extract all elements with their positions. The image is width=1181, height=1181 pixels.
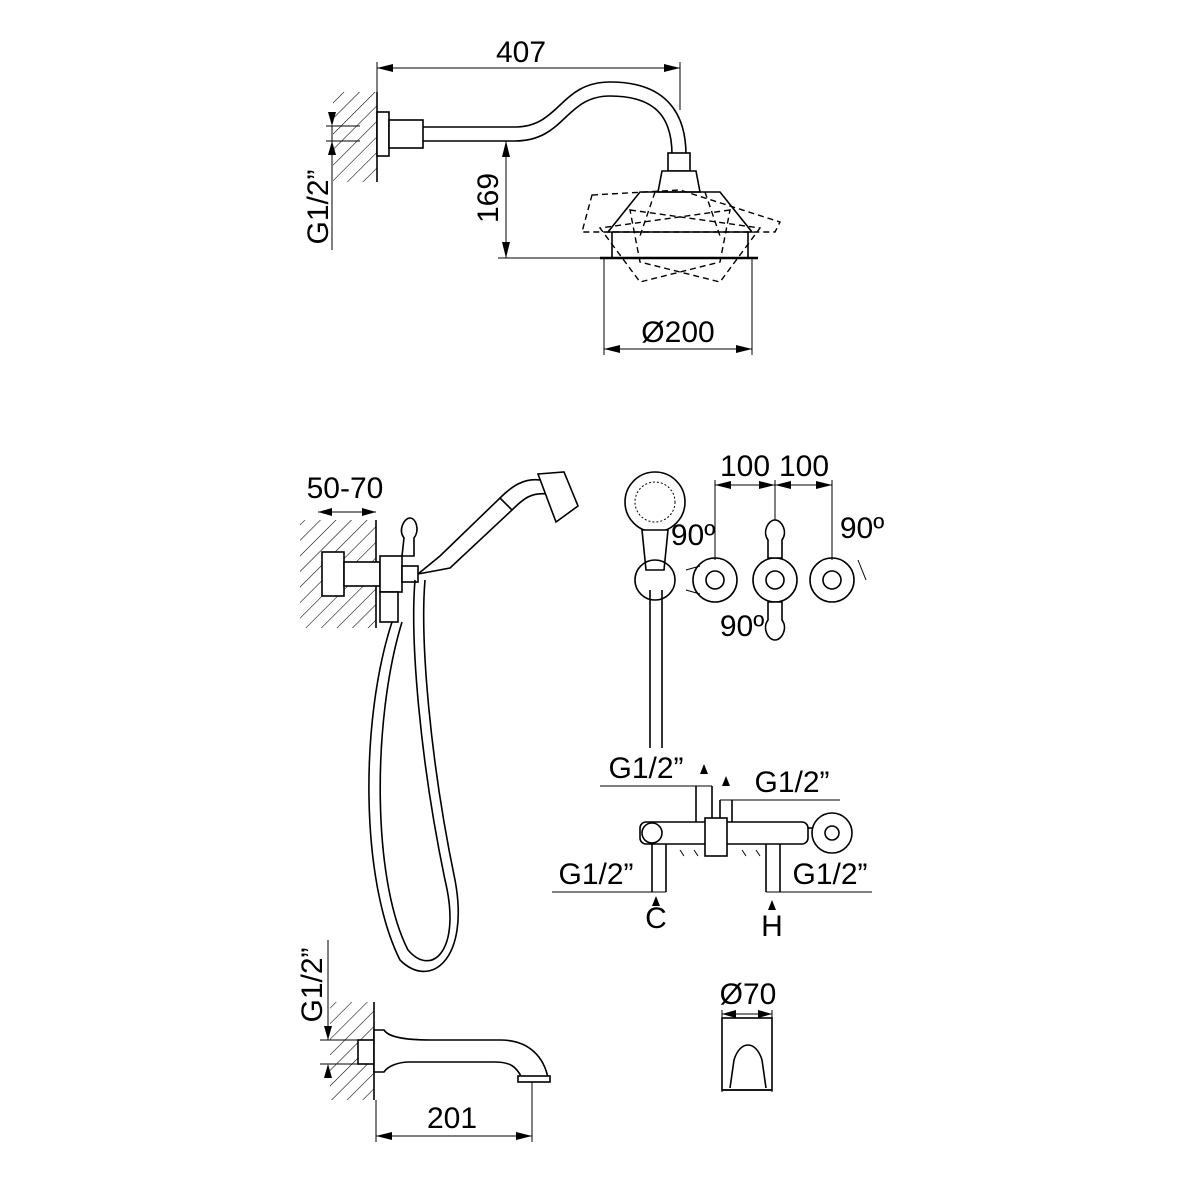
spout-diameter-label: Ø70 [720,978,777,1011]
shower-hose [368,579,460,973]
mixer-inlet-view: G1/2” G1/2” G1/2” C G1/2” H [552,752,872,943]
bath-spout-side-view: G1/2” 201 [296,940,551,1142]
centers-left-label: 100 [720,450,770,483]
cold-inlet-label: C [645,902,667,935]
inlet-top-right-label: G1/2” [754,766,829,799]
wall-union [321,551,345,597]
inlet-top-left-label: G1/2” [608,752,683,785]
angle-bottom-label: 90º [720,610,764,643]
arm-height-label: 169 [472,173,505,223]
lever-handle-side [400,517,418,557]
bath-spout-front-view: Ø70 [720,978,777,1092]
diverter-lever-up [764,519,786,559]
hand-shower-head-side [536,471,579,524]
head-swivel [667,152,691,172]
inlet-bottom-left-label: G1/2” [558,858,633,891]
arm-length-label: 407 [496,36,546,69]
wall-hatching [333,92,377,182]
spout-thread-label: G1/2” [296,947,329,1022]
inlet-bottom-right-label: G1/2” [792,858,867,891]
hand-shower-side-view: 50-70 [300,471,579,973]
shower-head [606,191,754,233]
bath-spout [373,1029,549,1079]
overhead-shower-view: 407 169 Ø200 G1/2” [302,36,781,355]
mixer-body-side [379,555,403,593]
angle-right-label: 90º [840,512,884,545]
hot-valve-front [809,557,855,603]
diverter-front [752,557,798,603]
wall-range-label: 50-70 [307,472,384,505]
top-thread-label: G1/2” [302,169,335,244]
spout-length-label: 201 [427,1102,477,1135]
spout-thread-fitting [357,1039,375,1065]
hand-shower-handle [417,496,514,575]
arm-connector [388,119,424,149]
spout-front-body [721,1017,773,1091]
centers-right-label: 100 [779,450,829,483]
outlet-flange [811,812,853,854]
mixer-front-view: 100 100 90º 90º 90º [624,450,884,748]
gooseneck-arm [514,81,687,156]
wall-flange [376,111,390,157]
angle-left-label: 90º [671,519,715,552]
diverter-lever-down [764,601,786,641]
cold-valve-front [692,557,738,603]
hot-inlet-label: H [761,910,783,943]
head-diameter-label: Ø200 [641,316,714,349]
